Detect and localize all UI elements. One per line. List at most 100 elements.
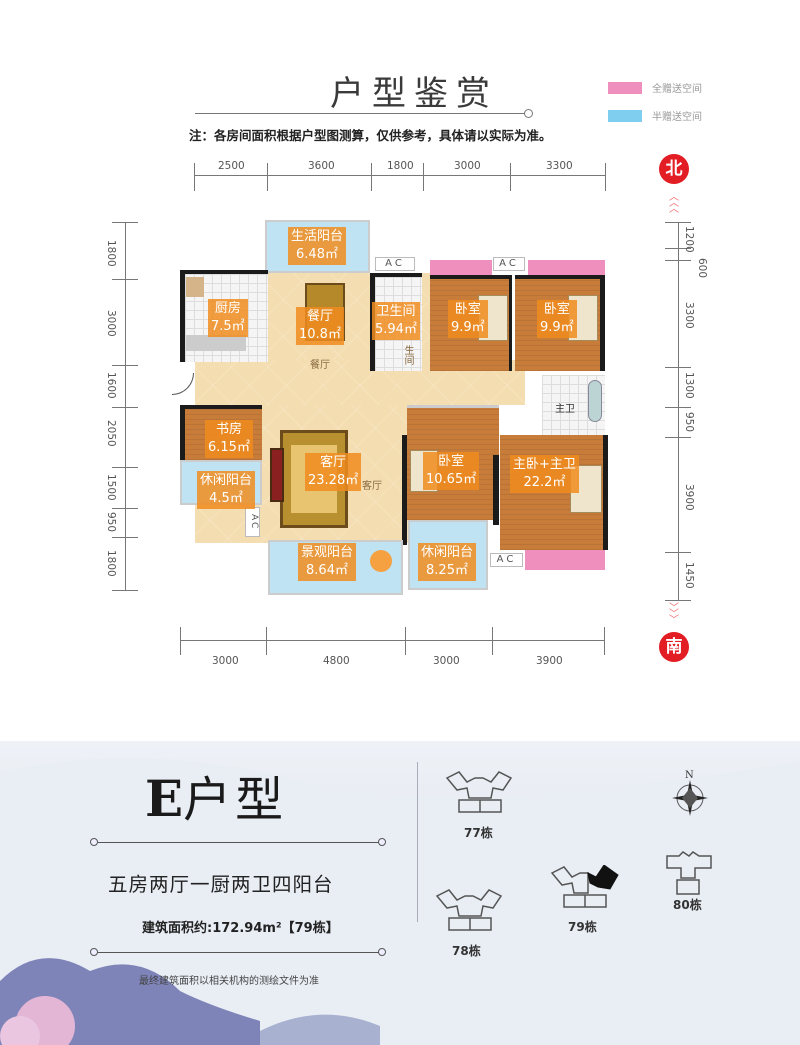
building-label-77: 77栋 (464, 826, 493, 840)
building-label-80: 80栋 (673, 898, 702, 912)
divider-dot (378, 838, 386, 846)
dim-label: 1600 (105, 372, 117, 399)
divider-dot (90, 948, 98, 956)
left-dimension-ruler: 1800 3000 1600 2050 1500 950 1800 (100, 222, 138, 592)
unit-layout: 五房两厅一厨两卫四阳台 (108, 873, 334, 896)
divider-line (98, 842, 380, 843)
dim-label: 4800 (323, 655, 350, 667)
master-gift-space (525, 550, 605, 570)
sofa-icon (270, 448, 284, 502)
dim-label: 3000 (433, 655, 460, 667)
ac-unit: AC (490, 553, 523, 567)
right-dimension-ruler: 1200 600 3300 1300 950 3900 1450 (660, 222, 708, 602)
bathtub-icon (588, 380, 602, 422)
mountain-background (0, 758, 800, 1045)
ac-unit: AC (493, 257, 525, 271)
dim-label: 3000 (212, 655, 239, 667)
legend-item-full-gift: 全赠送空间 (608, 80, 702, 95)
kitchen-sink (186, 335, 246, 351)
dim-label: 3900 (683, 484, 695, 511)
legend-label: 半赠送空间 (652, 112, 702, 123)
dim-label: 1800 (387, 160, 414, 172)
dim-label: 3900 (536, 655, 563, 667)
chevron-up-icon: ︿︿︿ (669, 192, 679, 215)
dim-label: 1500 (105, 474, 117, 501)
area-footnote: 最终建筑面积以相关机构的测绘文件为准 (139, 976, 319, 987)
unit-info-banner (0, 741, 800, 1045)
dim-label: 3000 (454, 160, 481, 172)
legend-label: 全赠送空间 (652, 84, 702, 95)
unit-type-title: E户型 (145, 760, 287, 830)
disclaimer-note: 注：各房间面积根据户型图测算，仅供参考，具体请以实际为准。 (189, 128, 552, 143)
south-compass-icon: 南 (659, 632, 689, 662)
dim-label: 3000 (105, 310, 117, 337)
page-title: 户型鉴赏 (330, 74, 498, 114)
building-label-78: 78栋 (452, 944, 481, 958)
unit-type-suffix: 户型 (183, 772, 288, 828)
dim-label: 2050 (105, 420, 117, 447)
building-78-icon (435, 889, 503, 931)
dim-label: 3300 (683, 302, 695, 329)
compass-rose-icon (672, 780, 708, 816)
entrance-door-icon (172, 373, 194, 395)
ac-unit: AC (245, 507, 260, 537)
dim-label: 600 (696, 258, 708, 279)
top-dimension-ruler: 2500 3600 1800 3000 3300 (194, 160, 606, 191)
wall (402, 435, 407, 545)
unit-area: 建筑面积约:172.94m²【79栋】 (142, 921, 339, 936)
bedroom1-gift-space (430, 260, 492, 275)
vertical-separator (417, 762, 418, 922)
divider-dot (378, 948, 386, 956)
dim-label: 1450 (683, 562, 695, 589)
dim-label: 1800 (105, 240, 117, 267)
building-79-icon (550, 865, 619, 908)
bottom-dimension-ruler: 3000 4800 3000 3900 (180, 625, 605, 670)
legend-swatch-blue (608, 109, 642, 122)
bedroom2-gift-space (528, 260, 605, 275)
ac-unit: AC (375, 257, 415, 271)
chevron-down-icon: ﹀﹀﹀ (669, 603, 679, 626)
compass-n-label: N (685, 770, 694, 781)
dim-label: 950 (683, 412, 695, 433)
bath-faint-label: 生间 (402, 345, 413, 365)
legend-item-half-gift: 半赠送空间 (608, 108, 702, 123)
building-label-79: 79栋 (568, 920, 597, 934)
site-map: 77栋 78栋 79栋 80栋 N (435, 770, 740, 970)
dim-label: 3300 (546, 160, 573, 172)
wardrobe-divider (493, 455, 499, 525)
dim-label: 1300 (683, 372, 695, 399)
divider-dot (90, 838, 98, 846)
legend: 全赠送空间 半赠送空间 (608, 80, 702, 123)
title-underline-dot (524, 109, 533, 118)
unit-type-letter: E (145, 769, 184, 828)
dim-label: 2500 (218, 160, 245, 172)
dim-label: 950 (105, 512, 117, 533)
dim-label: 1200 (683, 226, 695, 253)
north-compass-icon: 北 (659, 154, 689, 184)
kitchen-counter (186, 277, 204, 297)
legend-swatch-pink (608, 81, 642, 94)
table-icon (370, 550, 392, 572)
building-80-icon (666, 851, 712, 895)
divider-line (98, 952, 380, 953)
dim-label: 3600 (308, 160, 335, 172)
living-faint-label: 客厅 (362, 481, 382, 492)
title-underline (195, 113, 527, 114)
dim-label: 1800 (105, 550, 117, 577)
dining-faint-label: 餐厅 (310, 360, 330, 371)
building-77-icon (445, 771, 513, 813)
